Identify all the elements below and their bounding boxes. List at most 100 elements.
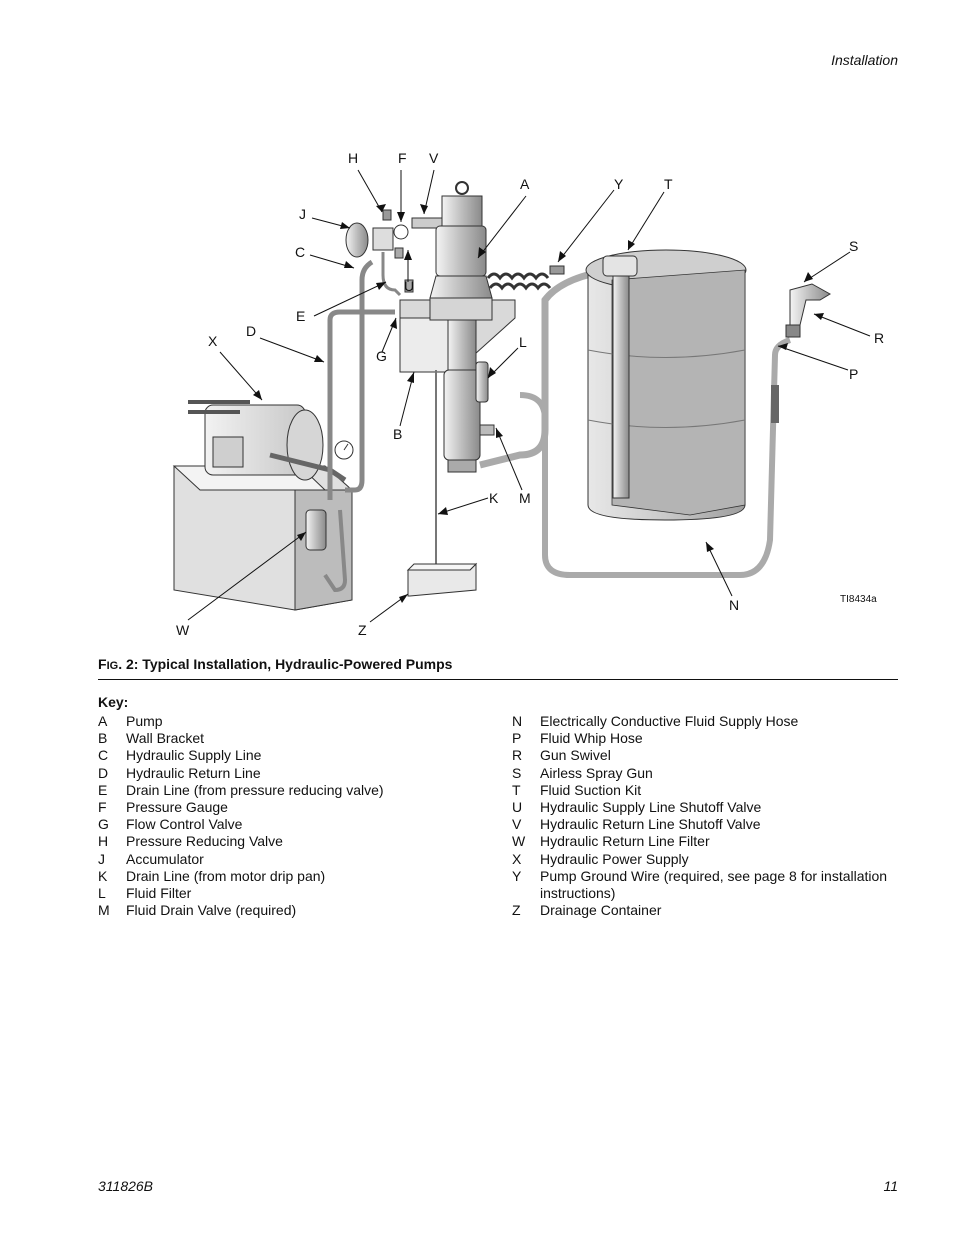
- key-letter: S: [512, 764, 522, 781]
- key-letter: G: [98, 816, 109, 833]
- key-row: T Fluid Suction Kit: [512, 782, 912, 799]
- callout-t: T: [664, 176, 673, 192]
- key-row: E Drain Line (from pressure reducing valv…: [98, 782, 498, 799]
- key-row: B Wall Bracket: [98, 730, 498, 747]
- callout-h: H: [348, 150, 359, 166]
- key-description: Hydraulic Supply Line Shutoff Valve: [540, 799, 762, 816]
- key-description: Fluid Whip Hose: [540, 730, 643, 747]
- key-row: P Fluid Whip Hose: [512, 730, 912, 747]
- callout-j: J: [299, 206, 306, 222]
- installation-figure: H F V A Y T J C U S E D X L G R P B K M …: [172, 150, 885, 638]
- key-row: G Flow Control Valve: [98, 816, 498, 833]
- key-description: Gun Swivel: [540, 747, 611, 764]
- page-number: 11: [883, 1178, 898, 1194]
- callout-m: M: [519, 490, 531, 506]
- key-letter: M: [98, 902, 110, 919]
- key-row: F Pressure Gauge: [98, 799, 498, 816]
- key-letter: E: [98, 781, 108, 798]
- key-description: Flow Control Valve: [126, 816, 243, 833]
- key-row: A Pump: [98, 713, 498, 730]
- suction-hose: [479, 268, 601, 469]
- whip-hose: [771, 385, 779, 423]
- key-letter: A: [98, 713, 108, 729]
- key-description: Pressure Reducing Valve: [126, 833, 283, 850]
- callout-u: U: [404, 278, 415, 294]
- callout-f: F: [398, 150, 407, 166]
- fluid-drum: [585, 249, 747, 521]
- ground-wire: [488, 282, 552, 291]
- key-row: D Hydraulic Return Line: [98, 765, 498, 782]
- callout-w: W: [176, 622, 190, 638]
- key-letter: Y: [512, 867, 522, 884]
- key-description: Electrically Conductive Fluid Supply Hos…: [540, 713, 799, 729]
- hydraulic-return-line: [327, 309, 395, 500]
- callout-l: L: [519, 334, 527, 350]
- key-letter: P: [512, 730, 522, 747]
- figure-caption: FIG. 2: Typical Installation, Hydraulic-…: [98, 656, 452, 672]
- hydraulic-power-supply: [172, 400, 354, 611]
- key-title: Key:: [98, 694, 129, 710]
- key-letter: V: [512, 816, 522, 833]
- key-description: Hydraulic Return Line Shutoff Valve: [540, 816, 761, 833]
- key-letter: J: [98, 850, 105, 867]
- key-description: Hydraulic Return Line: [126, 764, 261, 781]
- fluid-supply-hose: [519, 337, 792, 578]
- key-description: Drain Line (from pressure reducing valve…: [126, 781, 384, 798]
- caption-prefix: F: [98, 656, 107, 672]
- drainage-container: [406, 562, 478, 597]
- key-description: Fluid Drain Valve (required): [126, 902, 297, 919]
- key-letter: F: [98, 799, 107, 816]
- key-description: Hydraulic Return Line Filter: [540, 833, 710, 850]
- running-header: Installation: [831, 52, 898, 68]
- callout-d: D: [246, 323, 257, 339]
- key-description: Airless Spray Gun: [540, 764, 653, 781]
- key-letter: X: [512, 850, 522, 867]
- key-letter: B: [98, 730, 108, 747]
- key-description: Pressure Gauge: [126, 799, 228, 816]
- key-letter: D: [98, 764, 109, 781]
- callout-a: A: [520, 176, 530, 192]
- key-letter: K: [98, 867, 108, 884]
- valve-assembly: [345, 209, 453, 297]
- key-description: Drainage Container: [540, 902, 662, 919]
- callout-v: V: [429, 150, 439, 166]
- key-description: Fluid Suction Kit: [540, 781, 642, 798]
- callout-c: C: [295, 244, 306, 260]
- key-description: Wall Bracket: [126, 730, 205, 747]
- callout-g: G: [376, 348, 387, 364]
- installation-drawing: [172, 169, 871, 623]
- key-description: Pump: [126, 713, 163, 729]
- key-description: Drain Line (from motor drip pan): [126, 867, 326, 884]
- key-letter: H: [98, 833, 109, 850]
- key-row: Z Drainage Container: [512, 902, 912, 919]
- key-letter: Z: [512, 902, 521, 919]
- caption-prefix-small: IG: [106, 660, 119, 672]
- key-row: H Pressure Reducing Valve: [98, 833, 498, 850]
- key-letter: N: [512, 713, 523, 729]
- callout-e: E: [296, 308, 306, 324]
- key-letter: T: [512, 781, 521, 798]
- key-column-right: N Electrically Conductive Fluid Supply Ho…: [512, 713, 912, 919]
- caption-text: . 2: Typical Installation, Hydraulic-Pow…: [118, 656, 453, 672]
- callout-b: B: [393, 426, 403, 442]
- callout-r: R: [874, 330, 885, 346]
- figure-id: TI8434a: [840, 594, 877, 605]
- callout-x: X: [208, 333, 218, 349]
- callout-n: N: [729, 597, 740, 613]
- key-letter: U: [512, 799, 523, 816]
- hydraulic-supply-line: [345, 259, 374, 493]
- leader-arrowheads: [253, 204, 824, 603]
- key-row: K Drain Line (from motor drip pan): [98, 868, 498, 885]
- callout-p: P: [849, 366, 859, 382]
- key-row: J Accumulator: [98, 851, 498, 868]
- key-description: Accumulator: [126, 850, 204, 867]
- callout-s: S: [849, 238, 859, 254]
- key-letter: L: [98, 885, 106, 902]
